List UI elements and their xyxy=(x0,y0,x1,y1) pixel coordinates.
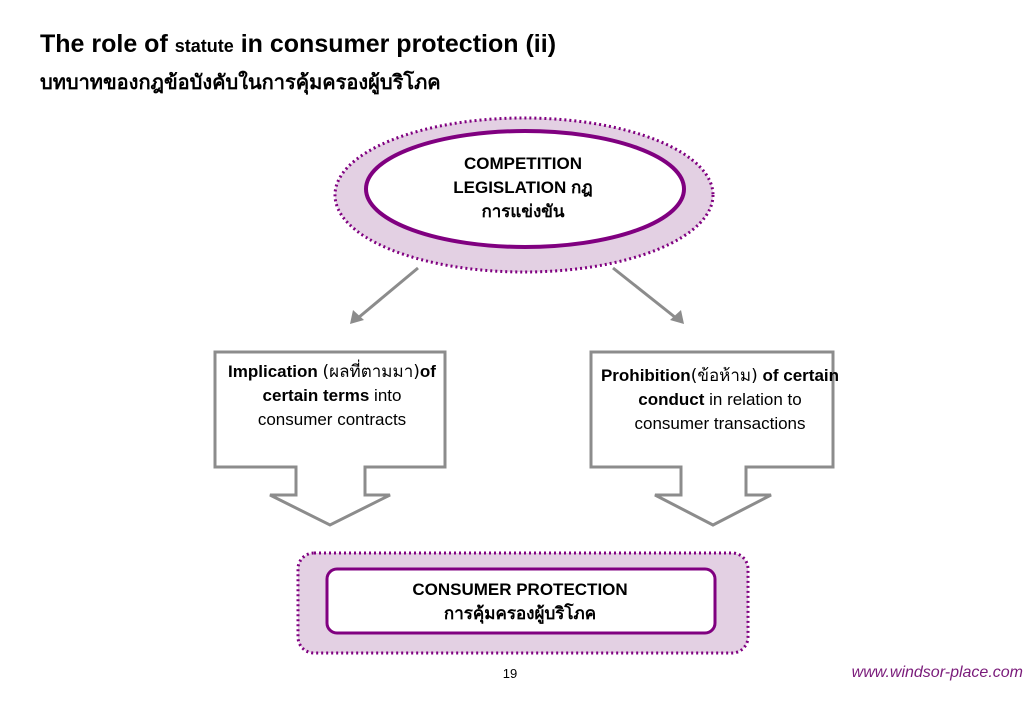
prohibition-bold1: Prohibition xyxy=(600,366,691,385)
slide-title: The role of statute in consumer protecti… xyxy=(40,30,556,59)
consumer-protection-line1: CONSUMER PROTECTION xyxy=(412,580,628,599)
implication-paren: (ผลที่ตามมา) xyxy=(322,362,420,382)
arrow-left-diagonal xyxy=(350,266,419,324)
consumer-protection-inner-box xyxy=(325,567,717,635)
competition-line2-thai: กฎ xyxy=(571,178,593,198)
prohibition-label: Prohibition(ข้อห้าม) of certain conduct … xyxy=(600,364,840,436)
competition-line1: COMPETITION xyxy=(463,154,583,173)
implication-bold1: Implication xyxy=(228,362,318,381)
implication-bold2: of certain terms xyxy=(262,362,436,405)
implication-rest: into consumer contracts xyxy=(257,386,407,429)
prohibition-rest: in relation to consumer transactions xyxy=(634,390,806,433)
consumer-protection-line2: การคุ้มครองผู้บริโภค xyxy=(443,604,597,624)
competition-line2: LEGISLATION xyxy=(453,178,567,197)
competition-inner-ellipse xyxy=(364,129,686,249)
website-url[interactable]: www.windsor-place.com xyxy=(851,664,1023,681)
page-number: 19 xyxy=(502,666,518,681)
title-part1: The role of xyxy=(40,30,168,58)
arrow-right-diagonal xyxy=(612,266,684,324)
prohibition-bold2: of certain conduct xyxy=(638,366,840,409)
slide-subtitle: บทบาทของกฎข้อบังคับในการคุ้มครองผู้บริโภ… xyxy=(40,70,441,94)
competition-line3: การแข่งขัน xyxy=(481,202,565,222)
implication-callout xyxy=(213,350,447,527)
title-small: statute xyxy=(174,36,234,56)
implication-label: Implication (ผลที่ตามมา)of certain terms… xyxy=(224,360,440,432)
consumer-protection-label: CONSUMER PROTECTION การคุ้มครองผู้บริโภค xyxy=(330,578,710,626)
title-part2: in consumer protection (ii) xyxy=(240,30,557,58)
prohibition-paren: (ข้อห้าม) xyxy=(690,366,758,386)
competition-label: COMPETITION LEGISLATION กฎ การแข่งขัน xyxy=(418,152,628,224)
prohibition-callout xyxy=(589,350,835,527)
